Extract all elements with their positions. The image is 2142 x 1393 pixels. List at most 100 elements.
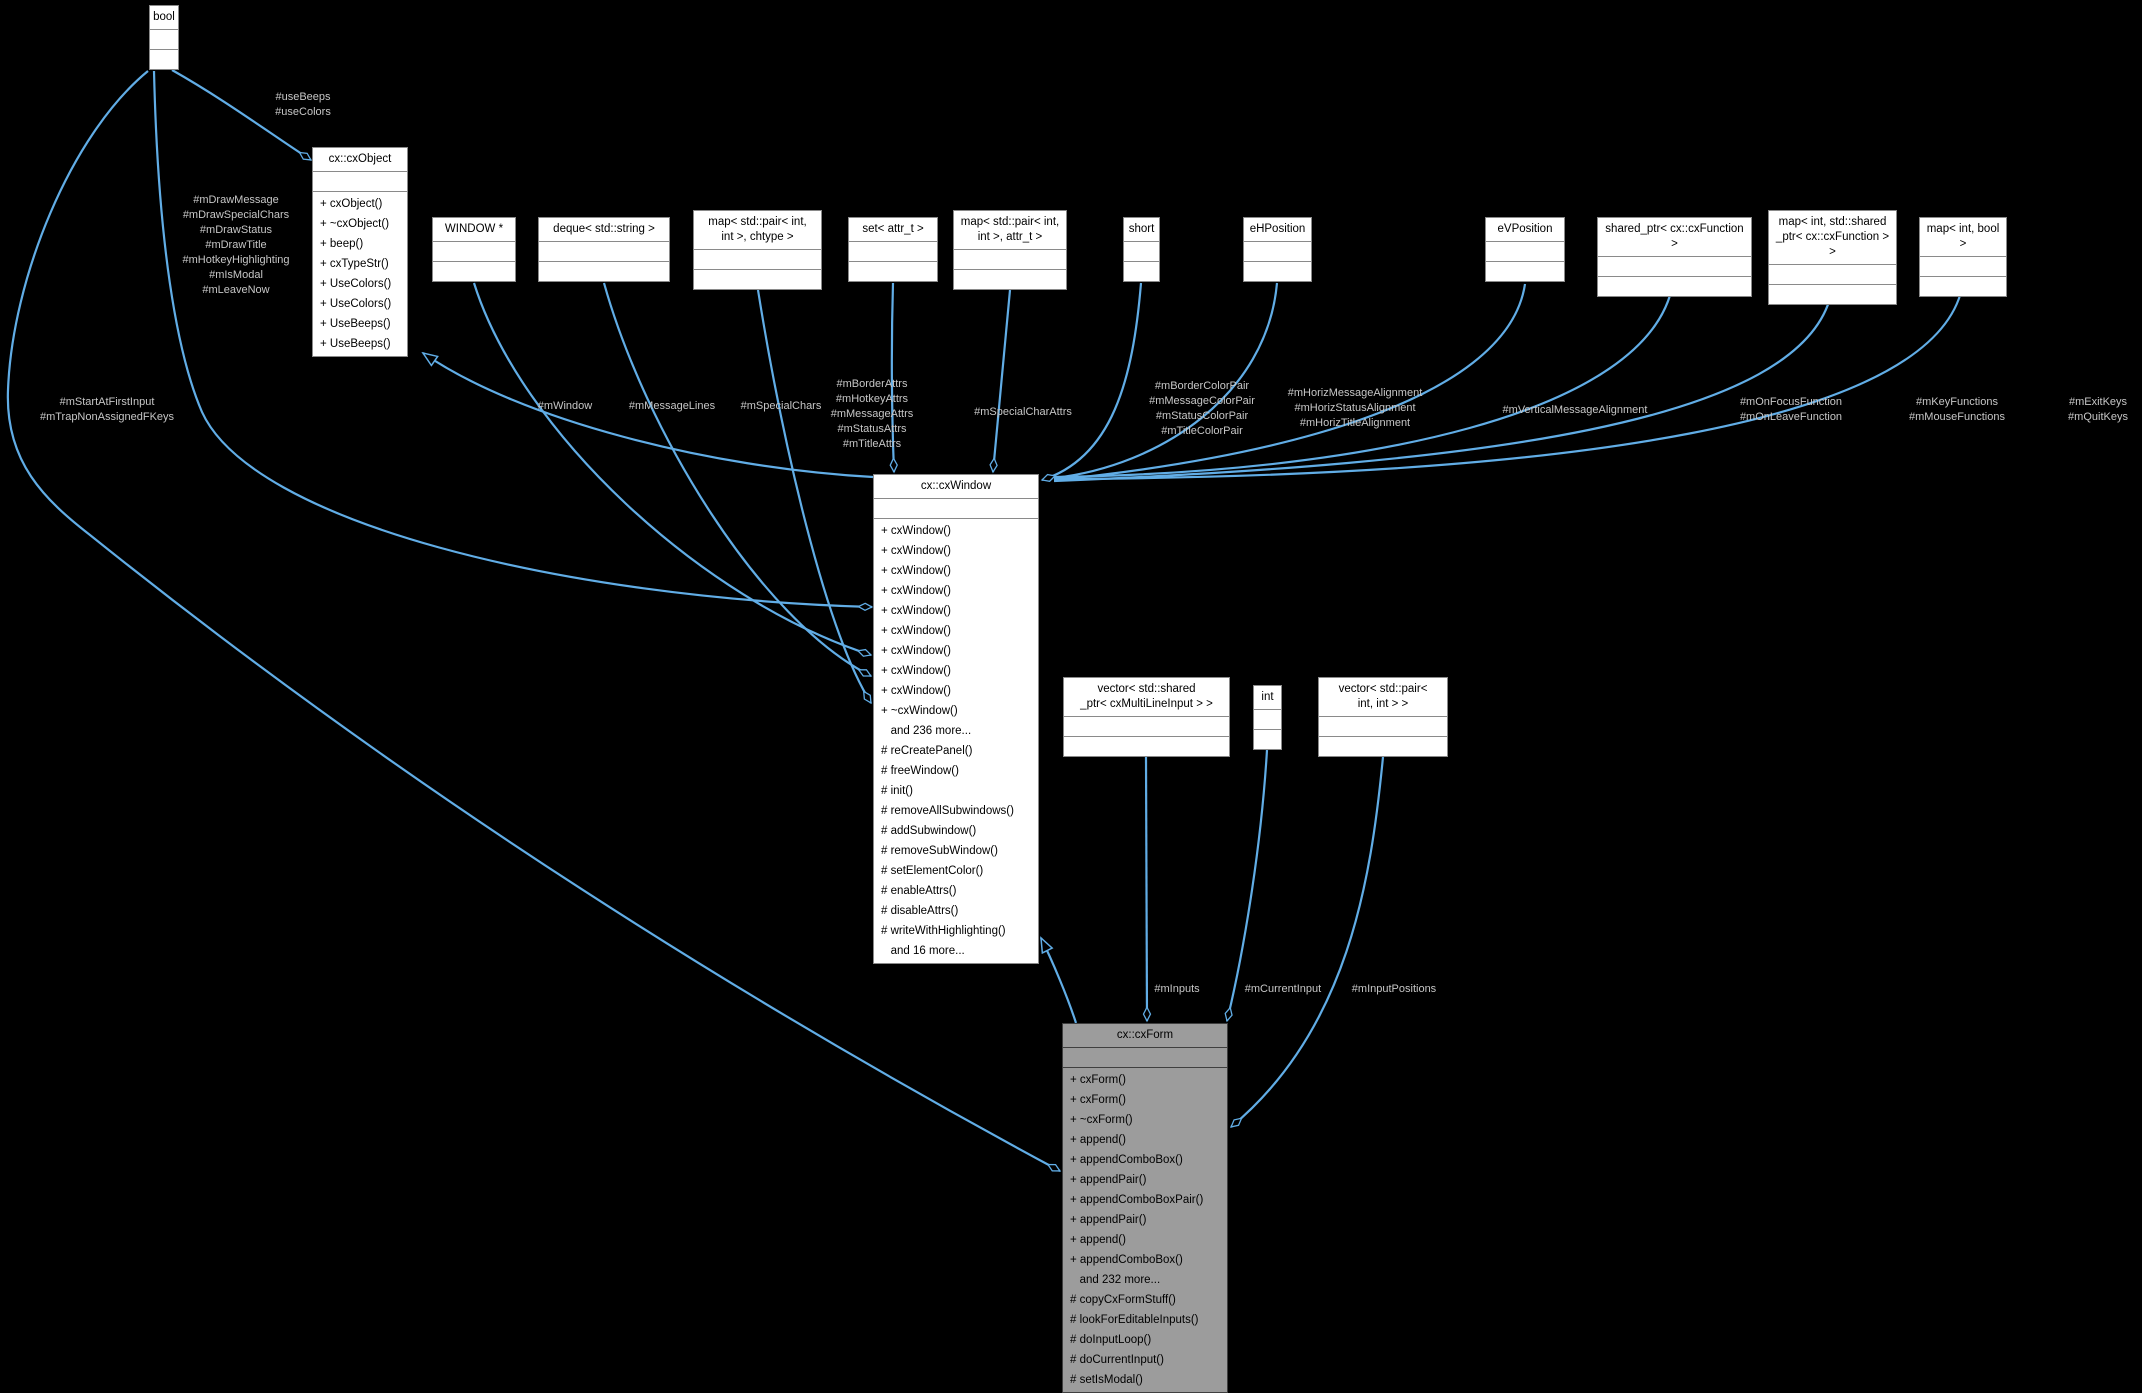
class-node-ehposition[interactable]: eHPosition — [1243, 217, 1312, 282]
attributes-compartment — [1254, 710, 1281, 729]
edge-label-horiz-alignments: #mHorizMessageAlignment#mHorizStatusAlig… — [1288, 386, 1423, 431]
attributes-compartment — [874, 499, 1038, 518]
class-title: short — [1124, 218, 1159, 242]
edge-label-line: #mVerticalMessageAlignment — [1502, 404, 1648, 416]
class-node-map-pair-attr[interactable]: map< std::pair< int, int >, attr_t > — [953, 210, 1067, 290]
methods-compartment — [1598, 276, 1751, 296]
edge-label-line: #mMessageAttrs — [830, 408, 914, 420]
methods-compartment — [1244, 261, 1311, 281]
method-row: + append() — [1070, 1234, 1126, 1246]
attributes-compartment — [849, 242, 937, 261]
class-title: eHPosition — [1244, 218, 1311, 242]
class-node-set-attr[interactable]: set< attr_t > — [848, 217, 938, 282]
edge-label-line: #mOnFocusFunction — [1739, 396, 1843, 408]
edge-label-line: #mKeyFunctions — [1916, 396, 1998, 408]
edge-label-m-window: #mWindow — [538, 399, 592, 414]
class-node-vector-pair-int[interactable]: vector< std::pair< int, int > > — [1318, 677, 1448, 757]
method-row: + ~cxObject() — [320, 218, 390, 230]
edge-label-line: #mExitKeys — [2068, 396, 2128, 408]
method-row: + appendComboBox() — [1070, 1254, 1183, 1266]
edge-label-use-flags: #useBeeps#useColors — [275, 90, 331, 120]
method-row: + append() — [1070, 1134, 1126, 1146]
methods-compartment — [539, 261, 669, 281]
edge-label-m-message-lines: #mMessageLines — [629, 399, 715, 414]
edge-bool-cxwindow — [152, 70, 872, 607]
methods-compartment — [1920, 276, 2006, 296]
attributes-compartment — [694, 250, 821, 269]
edge-sharedptr-cxwindow — [1053, 282, 1675, 479]
class-node-map-int-sharedptr[interactable]: map< int, std::shared _ptr< cx::cxFuncti… — [1768, 210, 1897, 305]
class-node-short[interactable]: short — [1123, 217, 1160, 282]
edge-bool-cxform — [6, 70, 1060, 1172]
edge-label-line: #mTrapNonAssignedFKeys — [39, 411, 175, 423]
method-row: # removeAllSubwindows() — [881, 805, 1014, 817]
class-node-bool[interactable]: bool — [149, 5, 179, 70]
class-node-sharedptr-cxfunction[interactable]: shared_ptr< cx::cxFunction > — [1597, 217, 1752, 297]
edge-label-line: #mHotkeyAttrs — [835, 393, 909, 405]
attributes-compartment — [1598, 257, 1751, 276]
method-row: + UseBeeps() — [320, 318, 391, 330]
methods-compartment — [1769, 284, 1896, 304]
edge-vectorpair-cxform — [1231, 756, 1385, 1128]
edge-label-draw-flags: #mDrawMessage#mDrawSpecialChars#mDrawSta… — [183, 193, 290, 298]
method-row: # init() — [881, 785, 913, 797]
method-row: + UseColors() — [320, 278, 392, 290]
edge-label-line: #mInputPositions — [1351, 983, 1437, 995]
class-node-window-ptr[interactable]: WINDOW * — [432, 217, 516, 282]
edge-label-form-flags: #mStartAtFirstInput#mTrapNonAssignedFKey… — [40, 395, 174, 425]
method-row: + beep() — [320, 238, 364, 250]
attributes-compartment — [1769, 265, 1896, 284]
edge-label-line: #mWindow — [537, 400, 593, 412]
class-node-cxwindow[interactable]: cx::cxWindow + cxWindow()+ cxWindow()+ c… — [873, 474, 1039, 964]
class-title: vector< std::shared _ptr< cxMultiLineInp… — [1064, 678, 1229, 717]
methods-compartment — [433, 261, 515, 281]
class-node-map-pair-chtype[interactable]: map< std::pair< int, int >, chtype > — [693, 210, 822, 290]
attributes-compartment — [954, 250, 1066, 269]
attributes-compartment — [539, 242, 669, 261]
methods-compartment: + cxForm()+ cxForm()+ ~cxForm()+ append(… — [1063, 1067, 1227, 1392]
attributes-compartment — [150, 30, 178, 49]
class-node-cxobject[interactable]: cx::cxObject + cxObject()+ ~cxObject()+ … — [312, 147, 408, 357]
edge-int-cxform — [1227, 749, 1269, 1021]
class-node-map-int-bool[interactable]: map< int, bool > — [1919, 217, 2007, 297]
edge-evposition-cxwindow — [1053, 283, 1527, 482]
class-node-evposition[interactable]: eVPosition — [1485, 217, 1565, 282]
edge-mapintbool-cxwindow — [1053, 282, 1965, 481]
edge-short-cxwindow — [1042, 282, 1143, 480]
method-row: + cxWindow() — [881, 665, 951, 677]
class-title: cx::cxObject — [313, 148, 407, 172]
method-row: + cxWindow() — [881, 525, 951, 537]
method-row: + cxWindow() — [881, 645, 951, 657]
method-row: and 16 more... — [881, 945, 965, 957]
edge-label-key-functions: #mKeyFunctions #mMouseFunctions — [1909, 395, 2005, 425]
class-node-vector-multilineinput[interactable]: vector< std::shared _ptr< cxMultiLineInp… — [1063, 677, 1230, 757]
edge-bool-cxobject — [171, 69, 311, 161]
method-row: + UseBeeps() — [320, 338, 391, 350]
edge-label-line: #mCurrentInput — [1244, 983, 1322, 995]
edge-label-line: #mSpecialChars — [740, 400, 822, 412]
method-row: # writeWithHighlighting() — [881, 925, 1006, 937]
edge-ehposition-cxwindow — [1053, 282, 1279, 480]
method-row: # disableAttrs() — [881, 905, 959, 917]
edge-label-line: #mMouseFunctions — [1909, 411, 2005, 423]
class-title: cx::cxForm — [1063, 1024, 1227, 1048]
methods-compartment — [1064, 736, 1229, 756]
class-title: set< attr_t > — [849, 218, 937, 242]
class-node-cxform[interactable]: cx::cxForm + cxForm()+ cxForm()+ ~cxForm… — [1062, 1023, 1228, 1393]
methods-compartment — [954, 269, 1066, 289]
method-row: # lookForEditableInputs() — [1070, 1314, 1199, 1326]
attributes-compartment — [433, 242, 515, 261]
edge-cxform-inherits-cxwindow — [1040, 938, 1078, 1024]
class-node-deque-string[interactable]: deque< std::string > — [538, 217, 670, 282]
method-row: + ~cxWindow() — [881, 705, 958, 717]
class-node-int[interactable]: int — [1253, 685, 1282, 750]
method-row: + cxWindow() — [881, 605, 951, 617]
attributes-compartment — [1319, 717, 1447, 736]
attributes-compartment — [1064, 717, 1229, 736]
method-row: # setIsModal() — [1070, 1374, 1143, 1386]
edge-label-line: #mLeaveNow — [202, 284, 270, 296]
class-title: WINDOW * — [433, 218, 515, 242]
method-row: # setElementColor() — [881, 865, 984, 877]
method-row: + cxWindow() — [881, 565, 951, 577]
